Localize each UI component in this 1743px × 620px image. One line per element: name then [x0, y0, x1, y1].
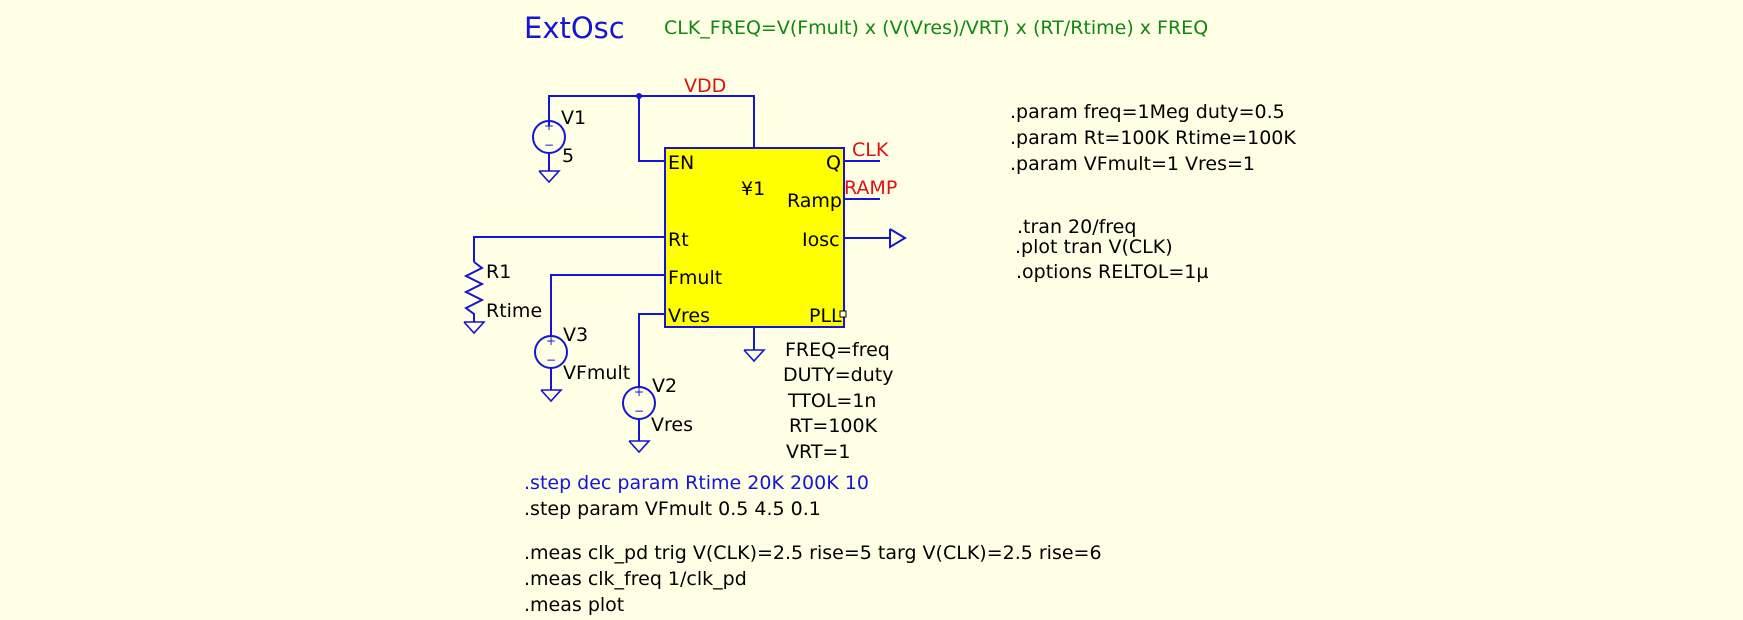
pin-rt-label: Rt	[668, 229, 689, 251]
svg-text:−: −	[634, 404, 644, 418]
param-directive: .param Rt=100K Rtime=100K	[1010, 127, 1296, 149]
v1-value: 5	[562, 145, 574, 167]
ground-icon	[540, 389, 563, 403]
junction-dot	[636, 93, 642, 99]
r1-name: R1	[486, 261, 511, 283]
voltage-source-v2[interactable]: + −	[622, 385, 656, 454]
param-vrt: VRT=1	[786, 441, 850, 463]
component-name: ¥1	[741, 178, 765, 200]
v2-name: V2	[652, 375, 677, 397]
pll-pin-marker	[839, 310, 847, 318]
svg-text:−: −	[546, 353, 556, 367]
ground-icon	[463, 321, 486, 335]
ground-icon	[538, 170, 561, 184]
plot-directive: .plot tran V(CLK)	[1015, 236, 1173, 258]
iosc-output-flag	[889, 228, 907, 249]
tran-directive: .tran 20/freq	[1017, 216, 1136, 238]
pin-vres-label: Vres	[668, 305, 710, 327]
voltage-source-v1[interactable]: + −	[532, 119, 566, 184]
param-ttol: TTOL=1n	[787, 390, 876, 412]
net-label-ramp: RAMP	[844, 177, 897, 199]
param-freq: FREQ=freq	[785, 339, 890, 361]
meas-directive: .meas plot	[524, 594, 624, 616]
ground-icon	[628, 440, 651, 454]
v3-name: V3	[563, 324, 588, 346]
wires	[473, 95, 890, 387]
pin-q-label: Q	[826, 152, 841, 174]
pin-fmult-label: Fmult	[668, 267, 722, 289]
param-directive: .param freq=1Meg duty=0.5	[1010, 101, 1285, 123]
svg-text:+: +	[634, 385, 644, 399]
param-duty: DUTY=duty	[783, 364, 893, 386]
meas-directive: .meas clk_pd trig V(CLK)=2.5 rise=5 targ…	[524, 542, 1102, 564]
v3-value: VFmult	[563, 362, 630, 384]
v2-value: Vres	[651, 414, 693, 436]
clock-frequency-formula: CLK_FREQ=V(Fmult) x (V(Vres)/VRT) x (RT/…	[664, 17, 1208, 39]
r1-value: Rtime	[486, 300, 542, 322]
meas-directive: .meas clk_freq 1/clk_pd	[524, 568, 747, 590]
oscillator-block[interactable]	[664, 147, 845, 328]
pin-en-label: EN	[668, 152, 694, 174]
svg-text:−: −	[544, 138, 554, 152]
schematic-title: ExtOsc	[524, 11, 625, 45]
net-label-vdd: VDD	[684, 75, 726, 97]
pin-pll-label: PLL	[809, 305, 842, 327]
v1-name: V1	[561, 107, 586, 129]
pin-ramp-label: Ramp	[787, 190, 842, 212]
ground-icon	[743, 349, 766, 363]
step-directive-rtime: .step dec param Rtime 20K 200K 10	[524, 472, 869, 494]
svg-text:+: +	[546, 334, 556, 348]
voltage-source-v3[interactable]: + −	[534, 334, 568, 403]
pin-iosc-label: Iosc	[802, 229, 840, 251]
options-directive: .options RELTOL=1µ	[1016, 261, 1208, 283]
net-label-clk: CLK	[852, 139, 889, 161]
param-directive: .param VFmult=1 Vres=1	[1010, 153, 1255, 175]
resistor-r1[interactable]	[463, 261, 486, 335]
step-directive-vfmult: .step param VFmult 0.5 4.5 0.1	[524, 498, 821, 520]
param-rt: RT=100K	[789, 415, 878, 437]
svg-text:+: +	[544, 119, 554, 133]
